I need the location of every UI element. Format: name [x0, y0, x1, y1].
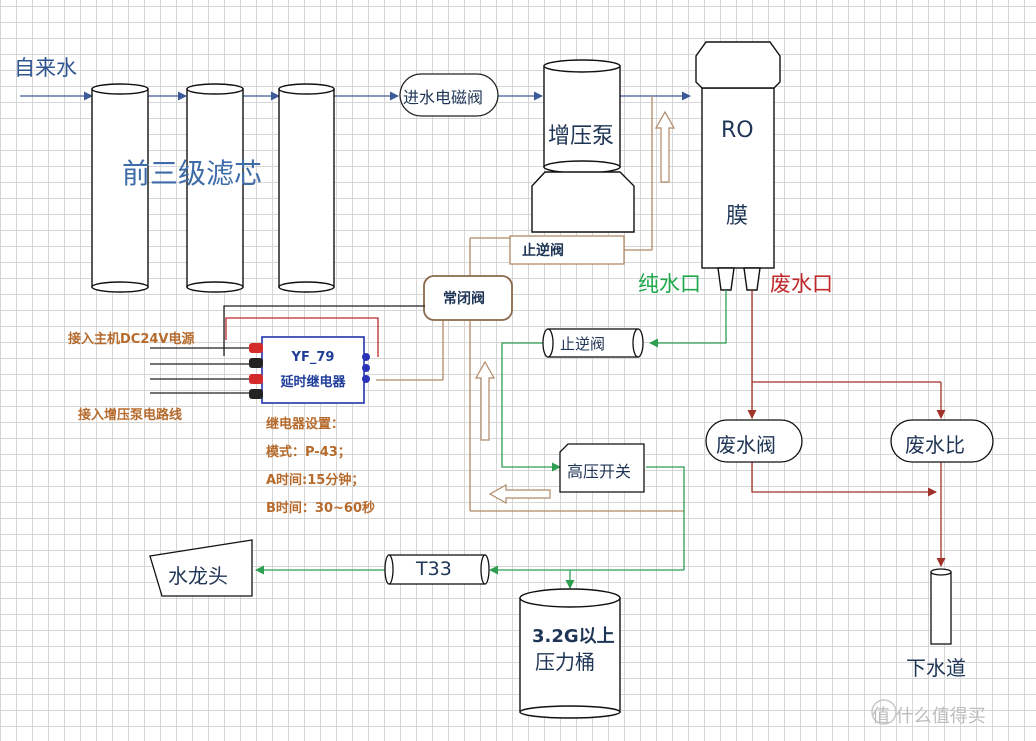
label-booster-pump: 增压泵: [548, 124, 615, 149]
drain-shape: [930, 568, 952, 645]
up-arrow-mid: [474, 360, 496, 441]
relay-terminal-4: [249, 389, 263, 399]
label-check-valve-mid: 止逆阀: [560, 335, 606, 353]
label-membrane: 膜: [726, 204, 749, 229]
label-nc-valve: 常闭阀: [443, 291, 485, 307]
label-prefilter: 前三级滤芯: [122, 157, 263, 190]
t33-shape: [384, 554, 490, 585]
prefilter-cylinder-2: [186, 83, 244, 293]
label-ro: RO: [721, 118, 754, 143]
relay-pin-2: [362, 364, 370, 372]
faucet-shape: [149, 539, 253, 597]
check-valve-mid-shape: [542, 328, 644, 358]
label-power-input: 接入主机DC24V电源: [68, 332, 195, 347]
return-lines: [376, 96, 684, 512]
label-relay-time-a: A时间:15分钟；: [266, 473, 365, 488]
label-watermark: 值 什么值得买: [872, 706, 986, 727]
label-relay-model: YF_79: [291, 350, 335, 365]
label-faucet: 水龙头: [168, 564, 228, 588]
hp-switch-shape: [559, 443, 645, 493]
waste-valve-shape: [705, 419, 803, 463]
booster-pump-shape: [531, 59, 635, 233]
label-tap-water: 自来水: [14, 56, 77, 80]
label-drain: 下水道: [906, 656, 966, 680]
ro-membrane-shape: [695, 41, 781, 291]
label-relay-time-b: B时间：30~60秒: [266, 501, 375, 516]
label-relay-name: 延时继电器: [280, 375, 346, 390]
left-arrow-bottom: [488, 483, 551, 505]
pure-water-lines: [255, 290, 727, 589]
relay-terminal-3: [249, 374, 263, 384]
label-pure-outlet: 纯水口: [638, 272, 701, 296]
relay-box: [249, 336, 370, 404]
pressure-tank-shape: [519, 588, 621, 719]
label-pump-input: 接入增压泵电路线: [78, 408, 183, 423]
inlet-valve-shape: [399, 73, 499, 117]
label-hp-switch: 高压开关: [567, 462, 632, 481]
label-t33: T33: [416, 558, 452, 580]
relay-wiring: [150, 305, 425, 394]
relay-terminal-1: [249, 343, 263, 353]
waste-water-lines: [747, 290, 946, 567]
label-waste-valve: 废水阀: [716, 433, 776, 457]
label-relay-settings-title: 继电器设置：: [266, 417, 345, 432]
prefilter-cylinders: [91, 83, 335, 293]
label-tank-name: 压力桶: [535, 650, 595, 674]
relay-pin-3: [362, 375, 370, 383]
waste-outlet-port: [743, 267, 761, 291]
prefilter-cylinder-1: [91, 83, 149, 293]
nc-valve-shape: [423, 275, 513, 321]
relay-pin-1: [362, 353, 370, 361]
pure-outlet-port: [717, 267, 735, 291]
up-arrow-top: [654, 110, 676, 183]
label-check-valve-top: 止逆阀: [522, 243, 564, 259]
waste-ratio-shape: [890, 419, 994, 463]
relay-terminal-2: [249, 358, 263, 368]
check-valve-top-shape: [509, 235, 625, 265]
label-relay-mode: 模式：P-43；: [266, 445, 351, 460]
watermark-icon: [871, 699, 897, 725]
label-waste-ratio: 废水比: [905, 433, 965, 457]
prefilter-cylinder-3: [278, 83, 335, 293]
label-tank-size: 3.2G以上: [532, 626, 615, 647]
label-inlet-valve: 进水电磁阀: [403, 88, 484, 107]
label-waste-outlet: 废水口: [770, 272, 833, 296]
